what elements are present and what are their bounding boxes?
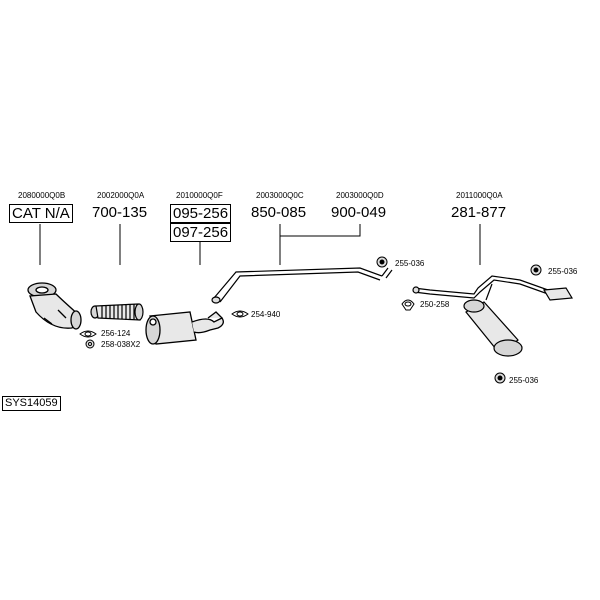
group-code: 2080000Q0B xyxy=(18,191,66,200)
part-number-middle-1[interactable]: 850-085 xyxy=(251,204,307,221)
part-number-cat[interactable]: CAT N/A xyxy=(9,204,73,223)
leader-line-middle xyxy=(279,224,361,265)
accessory-label[interactable]: 254-940 xyxy=(251,310,281,319)
group-code: 2003000Q0C xyxy=(256,191,304,200)
catalyst-part xyxy=(27,282,82,330)
accessory-label[interactable]: 255-036 xyxy=(509,376,539,385)
hanger-255-036-a xyxy=(376,256,388,268)
accessory-label[interactable]: 256-124 xyxy=(101,329,131,338)
part-number-rear[interactable]: 281-877 xyxy=(451,204,507,221)
clamp-258-038 xyxy=(85,339,95,349)
clamp-254-940 xyxy=(231,310,249,318)
accessory-label[interactable]: 250-258 xyxy=(420,300,450,309)
accessory-label[interactable]: 255-036 xyxy=(395,259,425,268)
group-code: 2002000Q0A xyxy=(97,191,145,200)
part-number-filter-1[interactable]: 095-256 xyxy=(170,204,232,223)
group-code: 2011000Q0A xyxy=(456,191,503,200)
accessory-label[interactable]: 258-038X2 xyxy=(101,340,141,349)
middle-pipe-part xyxy=(211,267,393,304)
group-code: 2003000Q0D xyxy=(336,191,384,200)
flex-pipe-part xyxy=(90,303,144,321)
system-id-label: SYS14059 xyxy=(2,396,61,411)
hanger-255-036-c xyxy=(494,372,506,384)
hanger-255-036-b xyxy=(530,264,542,276)
part-number-flex-pipe[interactable]: 700-135 xyxy=(92,204,148,221)
clamp-250-258 xyxy=(401,299,415,311)
accessory-label[interactable]: 255-036 xyxy=(548,267,578,276)
part-number-filter-2[interactable]: 097-256 xyxy=(170,223,232,242)
filter-part xyxy=(145,311,224,345)
gasket-256-124 xyxy=(79,330,97,338)
part-number-middle-2[interactable]: 900-049 xyxy=(331,204,387,221)
group-code: 2010000Q0F xyxy=(176,191,223,200)
rear-silencer-part xyxy=(412,275,574,357)
